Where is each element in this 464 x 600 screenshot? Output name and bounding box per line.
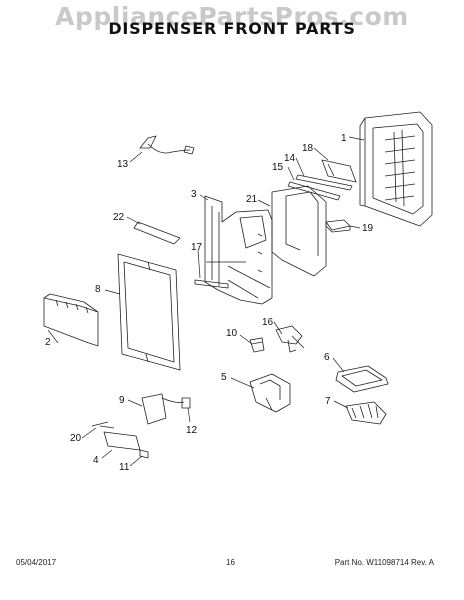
part-15-strip [287,181,341,201]
part-8-frame [117,253,181,371]
callout-5: 5 [221,372,227,383]
callout-19: 19 [362,223,374,234]
part-10-clip [249,337,265,353]
part-12-plug [181,397,191,409]
callout-7: 7 [325,396,331,407]
part-11-screw [139,449,149,459]
callout-10: 10 [226,328,238,339]
part-14-strip [295,174,353,191]
callout-3: 3 [191,189,197,200]
callout-16: 16 [262,317,274,328]
callout-1: 1 [341,133,347,144]
part-5-motor [249,373,291,413]
part-17-rod [194,279,229,289]
callout-12: 12 [186,425,198,436]
footer-date: 05/04/2017 [16,558,57,567]
part-1-housing [359,111,433,227]
part-22-strip [133,221,181,245]
page-title: DISPENSER FRONT PARTS [108,19,356,38]
part-2-panel [43,293,99,347]
part-13-harness [139,135,195,155]
footer-part-number: Part No. W11098714 Rev. A [334,558,434,567]
footer-page-number: 16 [226,558,235,567]
callout-17: 17 [191,242,203,253]
callout-22: 22 [113,212,125,223]
part-18-bracket [321,159,357,183]
part-9-paddle [141,393,185,425]
callout-13: 13 [117,159,129,170]
callout-8: 8 [95,284,101,295]
callout-14: 14 [284,153,296,164]
part-3-chute [204,195,273,305]
callout-labels: 1 2 3 4 5 6 7 8 9 10 11 12 13 14 15 16 1… [45,133,374,473]
callout-18: 18 [302,143,314,154]
callout-6: 6 [324,352,330,363]
part-19-block [325,219,351,233]
callout-2: 2 [45,337,51,348]
part-16-actuator [275,325,305,353]
watermark: AppliancePartsPros.com [55,2,409,31]
part-21-duct [271,185,327,277]
callout-20: 20 [70,433,82,444]
callout-9: 9 [119,395,125,406]
part-7-grille [345,401,387,425]
callout-4: 4 [93,455,99,466]
part-20-pin [91,421,109,427]
part-6-tray [335,365,389,393]
callout-11: 11 [119,462,130,473]
part-4-bracket [99,425,141,451]
callout-21: 21 [246,194,258,205]
callout-15: 15 [272,162,284,173]
